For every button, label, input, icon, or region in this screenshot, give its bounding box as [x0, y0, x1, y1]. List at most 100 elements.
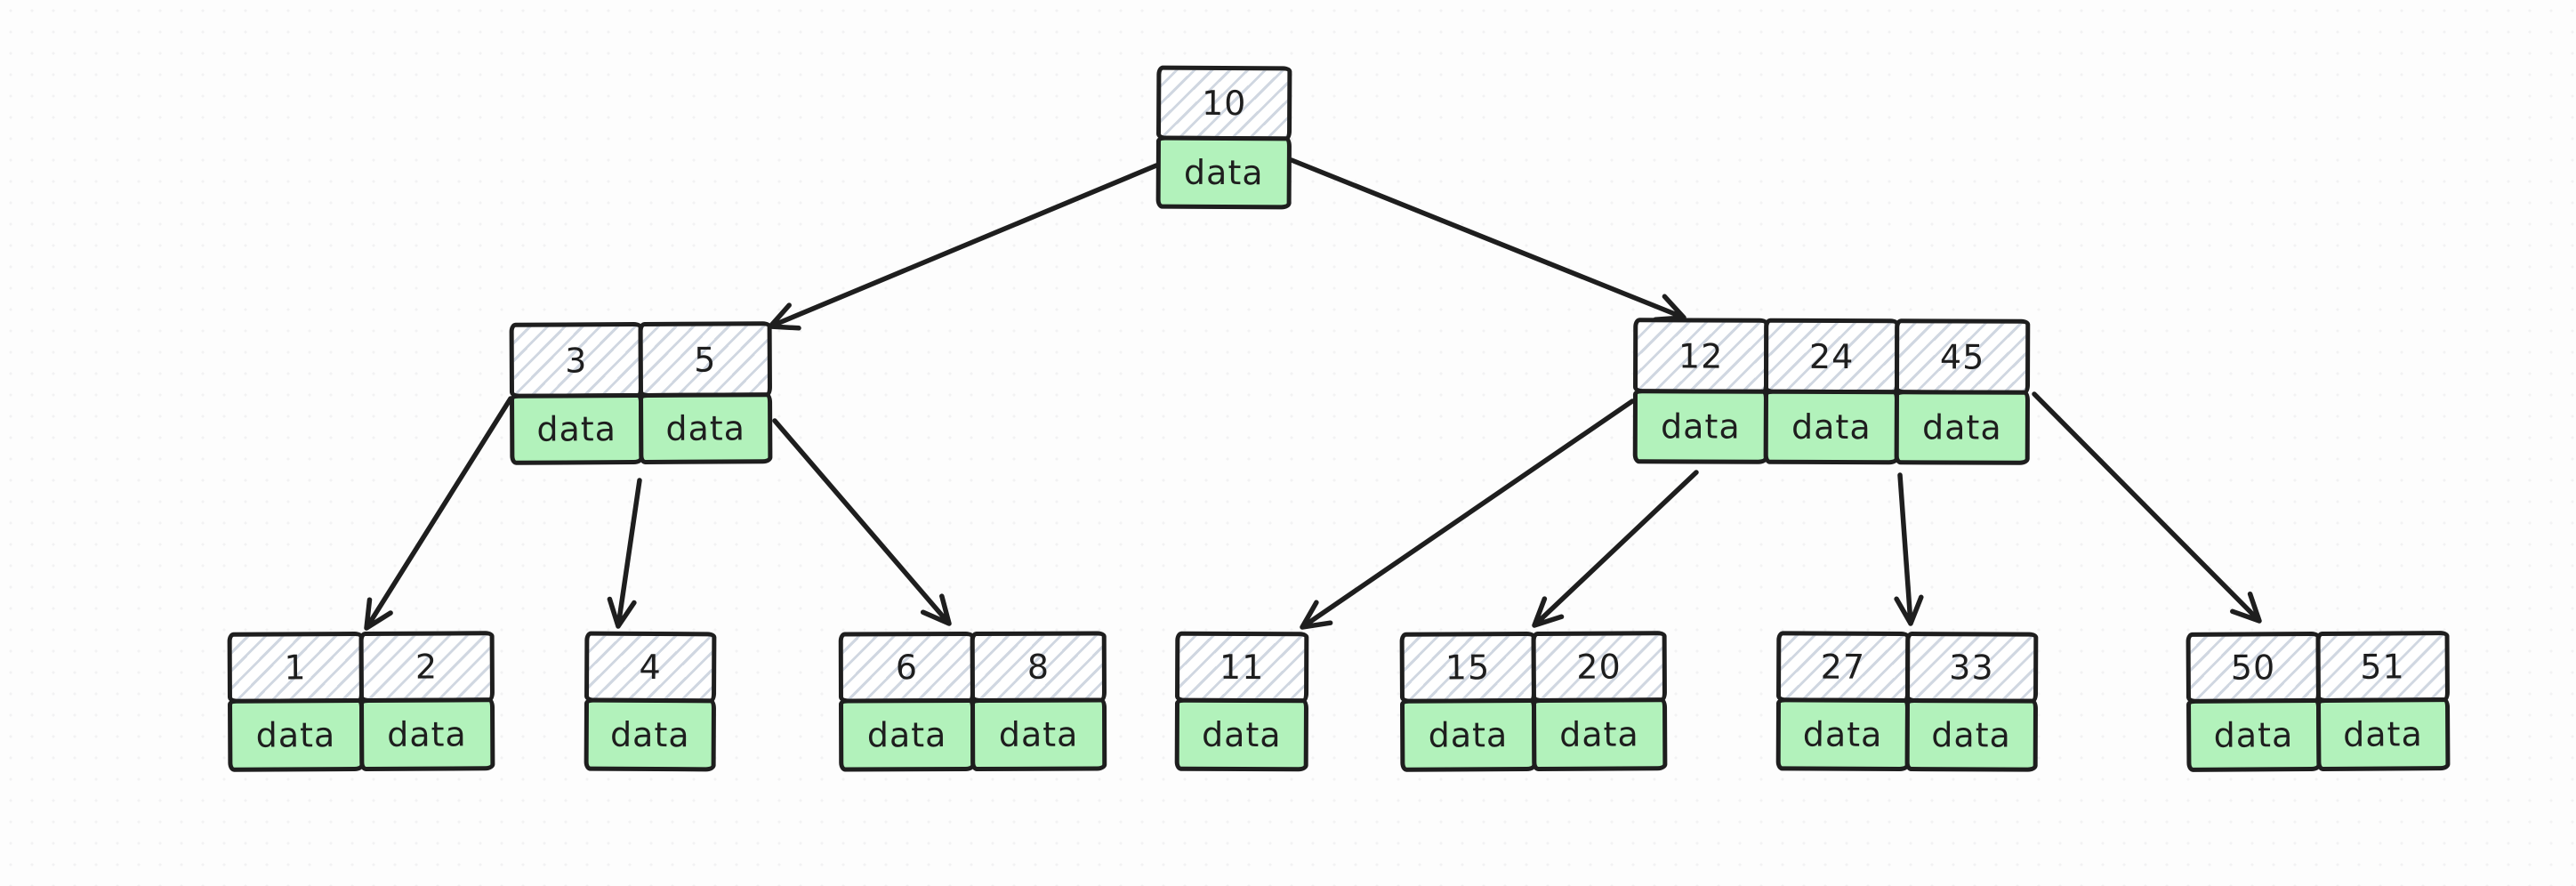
data-cell[interactable]: data: [1174, 697, 1309, 772]
key-cell-45[interactable]: 45: [1894, 318, 2031, 395]
data-cell[interactable]: data: [1155, 135, 1292, 210]
data-label: data: [998, 714, 1079, 754]
tree-node-leaf-4[interactable]: 4 data: [584, 631, 717, 772]
tree-node-leaf-50-51[interactable]: 50 51 data data: [2186, 631, 2451, 772]
data-cell[interactable]: data: [1632, 389, 1769, 464]
tree-edge-arrow-internal-12-24-45-to-leaf-50-51[interactable]: [2032, 391, 2262, 624]
tree-node-leaf-27-33[interactable]: 27 33 data data: [1775, 631, 2039, 772]
key-cell-50[interactable]: 50: [2186, 631, 2321, 704]
tree-node-leaf-11[interactable]: 11 data: [1174, 631, 1309, 772]
tree-edge-arrow-internal-12-24-45-to-leaf-11[interactable]: [1300, 399, 1635, 630]
data-cell[interactable]: data: [1531, 697, 1668, 772]
key-cell-12[interactable]: 12: [1632, 318, 1769, 394]
tree-edge-arrow-root-10-to-internal-3-5[interactable]: [768, 163, 1159, 331]
tree-node-root-10[interactable]: 10 data: [1155, 65, 1292, 210]
data-row: data: [1174, 697, 1309, 772]
key-cell-27[interactable]: 27: [1775, 631, 1910, 704]
key-label: 24: [1808, 336, 1855, 376]
key-label: 45: [1939, 336, 1985, 377]
key-row: 50 51: [2186, 631, 2451, 704]
tree-edge-arrow-internal-12-24-45-to-leaf-15-20[interactable]: [1532, 470, 1699, 628]
data-label: data: [609, 714, 690, 755]
key-cell-20[interactable]: 20: [1531, 631, 1668, 704]
key-label: 15: [1445, 648, 1491, 688]
data-cell[interactable]: data: [227, 697, 364, 772]
data-label: data: [2343, 714, 2423, 754]
key-cell-3[interactable]: 3: [509, 321, 644, 399]
key-cell-10[interactable]: 10: [1155, 65, 1292, 141]
key-label: 10: [1201, 83, 1247, 124]
key-row: 11: [1174, 631, 1309, 704]
key-cell-15[interactable]: 15: [1399, 631, 1536, 704]
data-row: data data: [2186, 697, 2451, 772]
data-row: data: [1155, 135, 1292, 210]
data-cell[interactable]: data: [358, 697, 495, 772]
key-cell-1[interactable]: 1: [227, 631, 364, 704]
data-label: data: [1183, 152, 1264, 193]
data-label: data: [1428, 715, 1509, 755]
data-cell[interactable]: data: [2186, 697, 2321, 772]
tree-edge-arrow-internal-3-5-to-leaf-1-2[interactable]: [364, 396, 513, 631]
tree-edge-arrow-internal-3-5-to-leaf-6-8[interactable]: [772, 418, 952, 626]
data-label: data: [1931, 715, 2011, 755]
data-cell[interactable]: data: [1399, 697, 1536, 772]
data-cell[interactable]: data: [838, 697, 976, 772]
tree-edge-arrow-root-10-to-internal-12-24-45[interactable]: [1289, 157, 1686, 322]
tree-node-internal-12-24-45[interactable]: 12 24 45 data data data: [1632, 318, 2031, 465]
data-cell[interactable]: data: [510, 392, 644, 465]
data-cell[interactable]: data: [1904, 697, 2039, 772]
data-row: data data data: [1632, 389, 2031, 465]
key-cell-51[interactable]: 51: [2315, 631, 2451, 704]
data-cell[interactable]: data: [2315, 697, 2451, 772]
tree-edge-arrow-internal-12-24-45-to-leaf-27-33[interactable]: [1894, 472, 1924, 626]
data-cell[interactable]: data: [1763, 389, 1900, 465]
data-row: data data: [227, 697, 495, 772]
key-label: 5: [694, 340, 717, 380]
key-cell-6[interactable]: 6: [838, 631, 976, 704]
key-label: 1: [284, 648, 307, 688]
key-label: 3: [565, 340, 588, 380]
key-label: 6: [895, 648, 919, 688]
key-label: 2: [415, 647, 439, 687]
key-cell-5[interactable]: 5: [638, 321, 773, 399]
data-row: data data: [1399, 697, 1668, 772]
key-label: 50: [2230, 648, 2276, 688]
data-label: data: [866, 715, 947, 755]
data-label: data: [387, 714, 467, 754]
data-cell[interactable]: data: [970, 697, 1107, 772]
key-row: 27 33: [1775, 631, 2039, 704]
data-label: data: [1921, 407, 2002, 447]
key-label: 20: [1576, 647, 1622, 687]
data-cell[interactable]: data: [639, 392, 773, 465]
data-label: data: [1201, 714, 1282, 755]
data-label: data: [1660, 407, 1741, 447]
data-cell[interactable]: data: [1775, 697, 1910, 772]
key-label: 27: [1820, 647, 1866, 687]
key-label: 11: [1219, 647, 1265, 688]
key-cell-24[interactable]: 24: [1763, 318, 1900, 395]
data-label: data: [1802, 714, 1883, 754]
key-cell-33[interactable]: 33: [1904, 631, 2039, 704]
data-label: data: [2213, 715, 2294, 755]
key-cell-8[interactable]: 8: [970, 631, 1107, 704]
key-label: 51: [2360, 647, 2405, 687]
key-cell-2[interactable]: 2: [358, 631, 495, 704]
key-cell-11[interactable]: 11: [1174, 631, 1309, 704]
tree-edge-arrow-internal-3-5-to-leaf-4[interactable]: [607, 478, 642, 629]
key-cell-4[interactable]: 4: [584, 631, 717, 704]
data-row: data data: [838, 697, 1107, 772]
data-label: data: [255, 715, 336, 755]
data-cell[interactable]: data: [584, 697, 717, 772]
data-cell[interactable]: data: [1894, 390, 2031, 465]
